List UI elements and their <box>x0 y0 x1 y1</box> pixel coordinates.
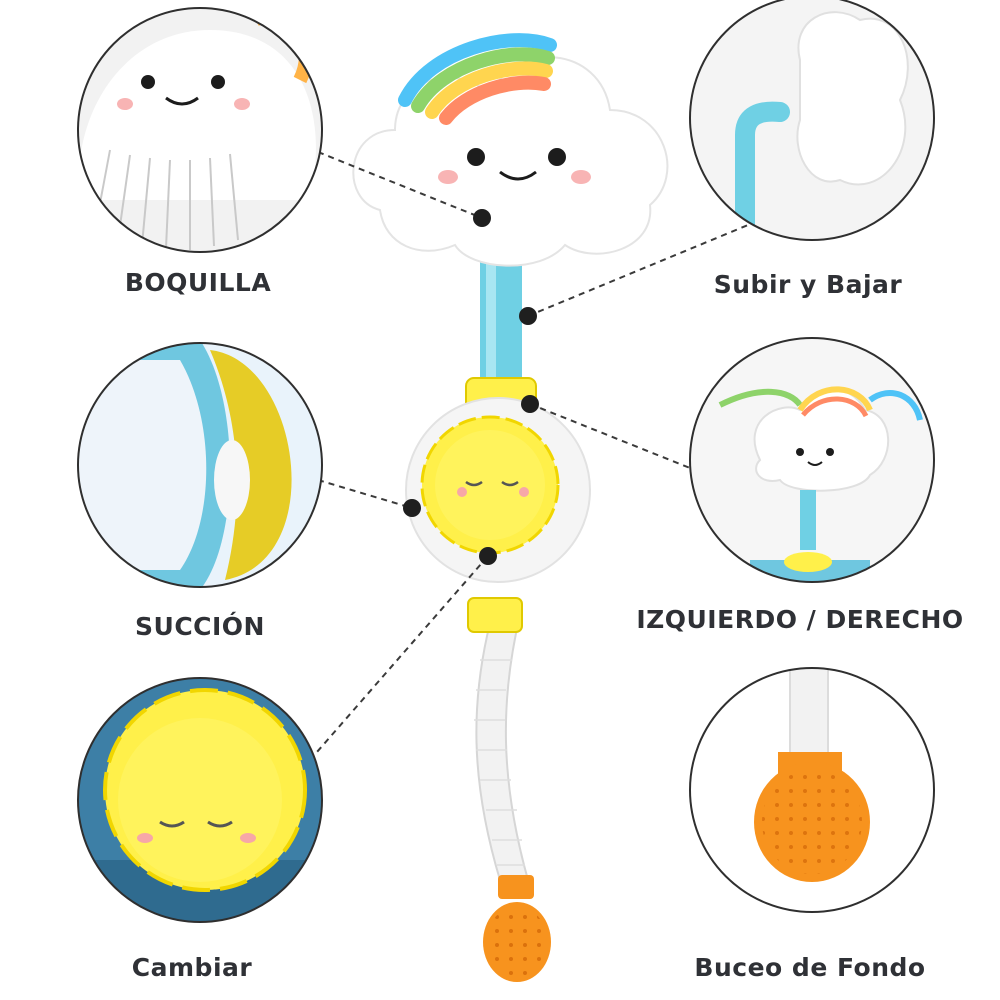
detail-subir-bajar <box>689 0 935 241</box>
detail-succion <box>77 342 323 588</box>
marker-dot <box>479 547 497 565</box>
label-izquierdo-derecho: IZQUIERDO / DERECHO <box>636 605 964 634</box>
label-succion: SUCCIÓN <box>135 612 265 641</box>
marker-dot <box>521 395 539 413</box>
leader-lines <box>309 151 749 761</box>
detail-buceo <box>689 667 935 913</box>
sun-dial <box>420 415 560 555</box>
label-cambiar: Cambiar <box>131 953 253 982</box>
marker-dot <box>519 307 537 325</box>
label-subir-bajar: Subir y Bajar <box>713 270 903 299</box>
shower-toy <box>352 33 669 982</box>
cloud-head <box>352 33 669 267</box>
detail-cambiar <box>77 677 323 923</box>
marker-dot <box>473 209 491 227</box>
detail-boquilla <box>77 7 323 253</box>
label-buceo-de-fondo: Buceo de Fondo <box>694 953 926 982</box>
marker-dot <box>403 499 421 517</box>
label-boquilla: BOQUILLA <box>124 268 272 297</box>
detail-izquierdo-derecho <box>689 337 935 583</box>
